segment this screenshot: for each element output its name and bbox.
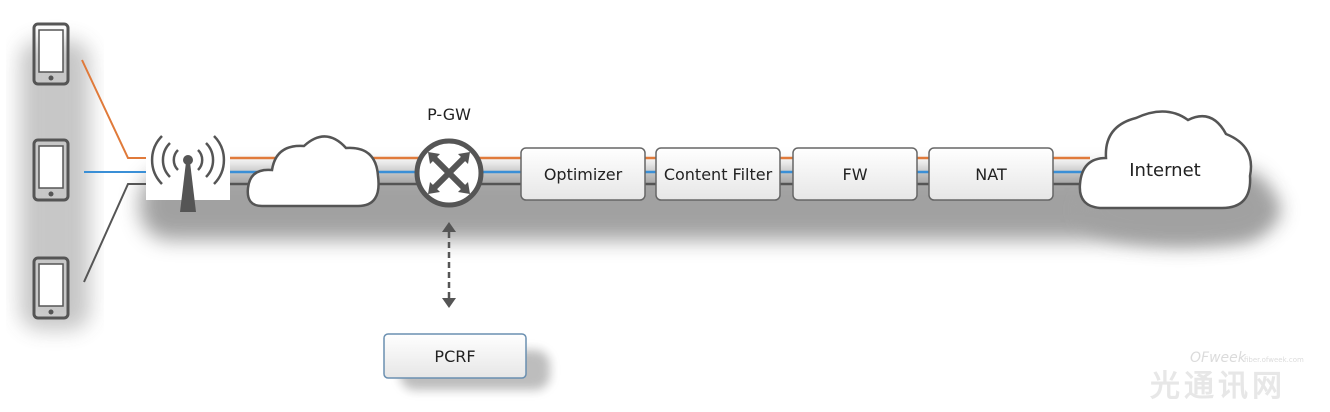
nat-label: NAT [975, 165, 1007, 184]
pgw-router: P-GW [414, 105, 484, 208]
fw-box: FW [792, 147, 918, 201]
phone-links [81, 59, 148, 283]
router-arrows-icon [430, 154, 468, 192]
content-filter-box: Content Filter [655, 147, 781, 201]
watermark-site: fiber.ofweek.com [1244, 356, 1304, 364]
optimizer-box: Optimizer [520, 147, 646, 201]
pgw-label: P-GW [427, 105, 471, 124]
internet-cloud: Internet [1078, 110, 1253, 210]
pcrf-link [442, 222, 456, 308]
nat-box: NAT [928, 147, 1054, 201]
fw-label: FW [842, 165, 867, 184]
pcrf-box: PCRF [383, 333, 527, 379]
watermark-cn: 光通讯网 [1150, 369, 1286, 404]
phone-2-icon [32, 138, 70, 202]
content-filter-label: Content Filter [664, 165, 773, 184]
phone-3-icon [32, 256, 70, 320]
watermark: OFweek fiber.ofweek.com 光通讯网 [1150, 350, 1304, 404]
internet-label: Internet [1129, 160, 1200, 181]
optimizer-label: Optimizer [544, 165, 623, 184]
watermark-brand: OFweek [1190, 350, 1247, 366]
pcrf-label: PCRF [434, 347, 475, 366]
background-shadows [20, 40, 1280, 390]
network-cloud-icon [246, 135, 380, 208]
phone-1-icon [32, 22, 70, 86]
cell-tower-icon [146, 135, 230, 212]
